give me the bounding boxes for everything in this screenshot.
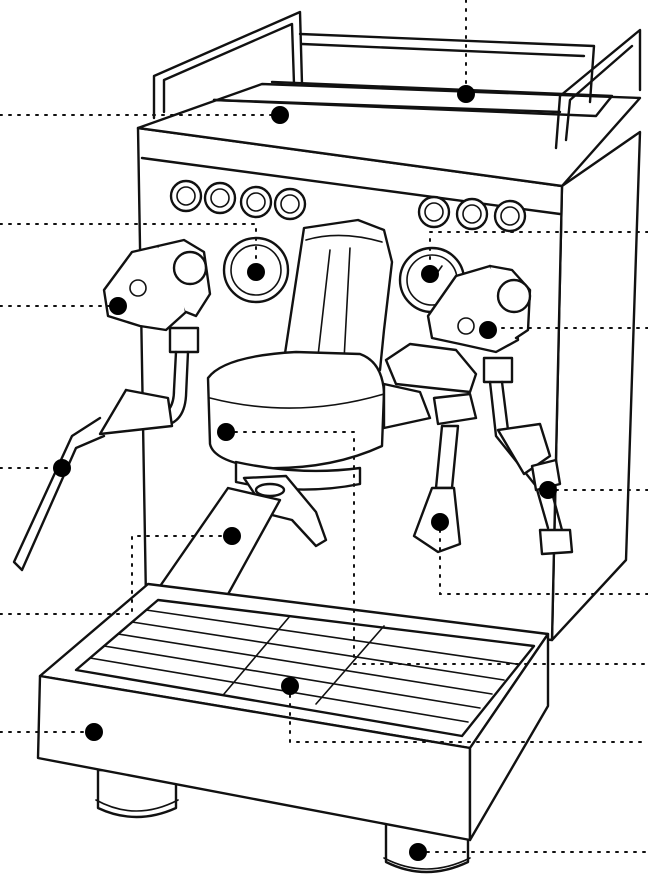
callout-markers (53, 85, 557, 861)
callout-marker (223, 527, 241, 545)
callout-leader-group-head (225, 431, 648, 665)
group-head (206, 218, 394, 491)
callout-leader-hot-water (439, 521, 648, 595)
control-buttons (169, 179, 527, 233)
callout-leaders (0, 0, 648, 853)
callout-marker (539, 481, 557, 499)
callout-marker (109, 297, 127, 315)
callout-marker (421, 265, 439, 283)
callout-marker (479, 321, 497, 339)
callout-marker (247, 263, 265, 281)
callout-marker (85, 723, 103, 741)
drip-tray (36, 582, 550, 842)
callout-marker (281, 677, 299, 695)
callout-marker (457, 85, 475, 103)
callout-marker (409, 843, 427, 861)
cup-rail (152, 10, 642, 150)
callout-marker (271, 106, 289, 124)
callout-leader-gauges (429, 231, 648, 275)
callout-leader-portafilter (0, 535, 233, 615)
callout-marker (431, 513, 449, 531)
callout-marker (53, 459, 71, 477)
callout-marker (217, 423, 235, 441)
callout-leader-grate (289, 685, 648, 743)
callout-leader-buttons (0, 223, 257, 273)
